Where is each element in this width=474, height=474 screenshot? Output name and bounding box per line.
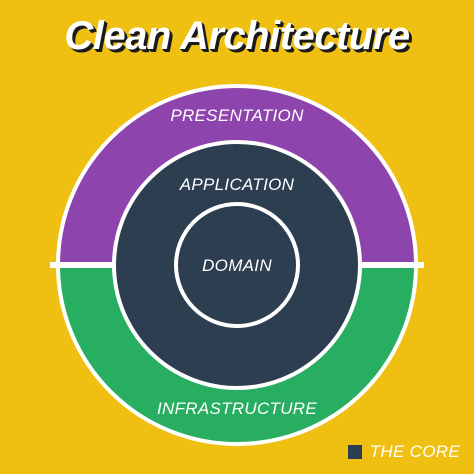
domain-label: DOMAIN (202, 256, 272, 275)
domain-core (174, 202, 300, 328)
outer-ring-outline (56, 84, 418, 446)
presentation-label: PRESENTATION (170, 106, 304, 125)
legend-label: THE CORE (369, 442, 460, 461)
legend: THE CORE (347, 442, 460, 462)
page-title: Clean Architecture (64, 14, 410, 58)
infrastructure-label: INFRASTRUCTURE (157, 399, 317, 418)
application-label: APPLICATION (179, 175, 295, 194)
core-swatch-icon (347, 445, 362, 459)
